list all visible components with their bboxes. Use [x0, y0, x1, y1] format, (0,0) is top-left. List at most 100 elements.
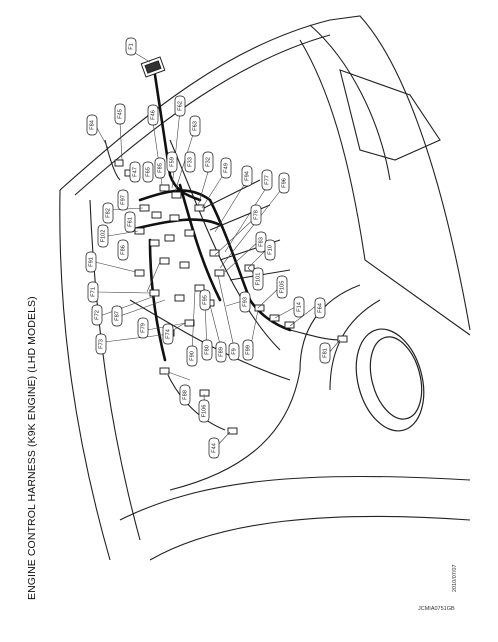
svg-text:F74: F74: [165, 329, 171, 339]
svg-text:F84: F84: [89, 120, 95, 130]
label-f90: F90: [186, 345, 198, 367]
svg-text:F101: F101: [255, 273, 261, 286]
vehicle-body-outline: [59, 15, 471, 561]
label-f72: F72: [91, 304, 103, 326]
label-f102: F102: [97, 224, 109, 248]
svg-text:F45: F45: [117, 109, 123, 119]
label-f44: F44: [208, 437, 220, 459]
connector-f1-body: [140, 56, 166, 78]
svg-text:F1: F1: [128, 43, 134, 50]
svg-text:F33: F33: [187, 157, 193, 167]
svg-text:F77: F77: [264, 175, 270, 185]
label-f85: F85: [154, 157, 166, 179]
label-f95: F95: [199, 289, 211, 311]
svg-text:F44: F44: [211, 443, 217, 453]
connector-labels: F1 F84 F45 F46 F62 F63 F33 F32 F49 F94 F…: [85, 37, 331, 459]
svg-text:F95: F95: [202, 295, 208, 305]
svg-text:F78: F78: [253, 210, 259, 220]
label-f65: F65: [142, 161, 154, 183]
svg-text:F105: F105: [279, 281, 285, 294]
svg-text:F14: F14: [296, 302, 302, 312]
label-f32: F32: [202, 151, 214, 173]
svg-text:F59: F59: [169, 157, 175, 167]
svg-text:F61: F61: [127, 217, 133, 227]
label-f99: F99: [242, 339, 254, 361]
svg-text:F91: F91: [88, 257, 94, 267]
svg-text:F88: F88: [182, 390, 188, 400]
svg-text:F65: F65: [145, 167, 151, 177]
svg-text:F93: F93: [242, 297, 248, 307]
label-f87: F87: [111, 305, 123, 327]
connector-blocks: [114, 159, 348, 435]
label-f45: F45: [114, 103, 126, 125]
svg-text:F99: F99: [245, 345, 251, 355]
svg-text:F90: F90: [189, 351, 195, 361]
label-f91: F91: [85, 251, 97, 273]
main-harness: [128, 73, 292, 362]
svg-text:F64: F64: [317, 303, 323, 313]
label-f97: F97: [117, 189, 129, 211]
svg-text:F94: F94: [244, 171, 250, 181]
label-f59: F59: [166, 151, 178, 173]
svg-text:F82: F82: [105, 208, 111, 218]
label-f96: F96: [278, 172, 290, 194]
svg-text:F81: F81: [322, 348, 328, 358]
label-f86: F86: [117, 239, 129, 261]
svg-text:F47: F47: [132, 167, 138, 177]
label-f88: F88: [179, 384, 191, 406]
svg-text:F79: F79: [140, 323, 146, 333]
label-f46: F46: [147, 104, 159, 126]
label-f80: F80: [201, 339, 213, 361]
label-f49: F49: [220, 157, 232, 179]
label-f33: F33: [184, 151, 196, 173]
label-f82: F82: [102, 202, 114, 224]
label-f89: F89: [215, 341, 227, 363]
branch-wires: [104, 139, 341, 431]
label-f93: F93: [239, 291, 251, 313]
svg-text:F71: F71: [90, 287, 96, 297]
label-f73: F73: [95, 333, 107, 355]
label-f63: F63: [189, 115, 201, 137]
label-f14: F14: [293, 296, 305, 318]
label-f64: F64: [314, 297, 326, 319]
svg-text:F49: F49: [223, 163, 229, 173]
svg-text:F63: F63: [192, 121, 198, 131]
label-f83: F83: [255, 231, 267, 253]
label-f78: F78: [250, 204, 262, 226]
label-f101: F101: [252, 267, 264, 291]
leader-lines: [94, 49, 341, 449]
svg-text:F102: F102: [100, 230, 106, 243]
label-f81: F81: [319, 342, 331, 364]
label-f74: F74: [162, 323, 174, 345]
svg-text:F86: F86: [120, 245, 126, 255]
wheel: [355, 328, 425, 432]
svg-text:F85: F85: [157, 163, 163, 173]
label-f62: F62: [174, 95, 186, 117]
label-f9: F9: [228, 342, 240, 361]
label-f84: F84: [86, 114, 98, 136]
svg-text:F46: F46: [150, 110, 156, 120]
svg-text:F72: F72: [94, 310, 100, 320]
label-f106: F106: [198, 399, 210, 423]
label-f71: F71: [87, 281, 99, 303]
svg-text:F106: F106: [201, 405, 207, 418]
label-f1: F1: [125, 37, 137, 56]
svg-text:F96: F96: [281, 178, 287, 188]
label-f79: F79: [137, 317, 149, 339]
label-f61: F61: [124, 211, 136, 233]
svg-text:F89: F89: [218, 347, 224, 357]
svg-text:F87: F87: [114, 311, 120, 321]
svg-text:F73: F73: [98, 339, 104, 349]
svg-text:F9: F9: [231, 348, 237, 355]
label-f94: F94: [241, 165, 253, 187]
label-f77: F77: [261, 169, 273, 191]
label-f105: F105: [276, 275, 288, 299]
svg-text:F97: F97: [120, 195, 126, 205]
label-f10: F10: [264, 239, 276, 261]
svg-text:F80: F80: [204, 345, 210, 355]
svg-text:F62: F62: [177, 101, 183, 111]
label-f47: F47: [129, 161, 141, 183]
figure-code: JCMIA0751GB: [418, 606, 455, 612]
svg-text:F83: F83: [258, 237, 264, 247]
